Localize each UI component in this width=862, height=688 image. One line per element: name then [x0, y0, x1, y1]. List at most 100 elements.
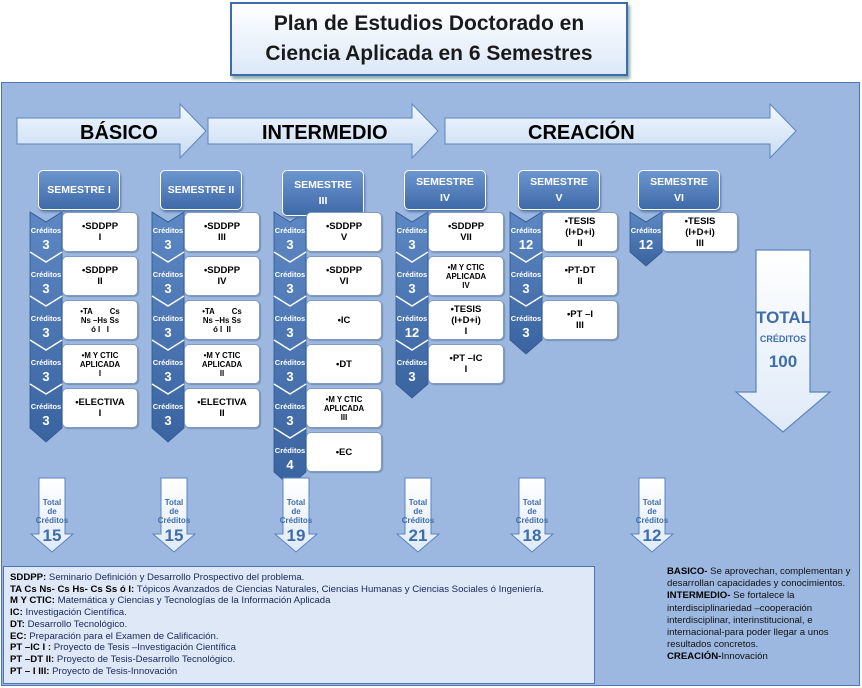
semester-total-value: 21	[408, 526, 428, 545]
course-line: •TA Cs	[80, 306, 120, 316]
legend-item: SDDPP: Seminario Definición y Desarrollo…	[10, 572, 588, 584]
total-label-line: Créditos	[515, 516, 549, 525]
course-line: III	[218, 232, 226, 243]
course-line: II	[577, 237, 583, 249]
credit-value: 3	[42, 237, 50, 252]
legend-description: Seminario Definición y Desarrollo Prospe…	[46, 572, 305, 583]
legend-item: PT – I III: Proyecto de Tesis-Innovación	[10, 666, 588, 678]
course-line: •ELECTIVA	[75, 397, 125, 408]
legend-term: PT – I III:	[10, 665, 50, 677]
legend-term: EC:	[10, 630, 27, 642]
course-line: VII	[460, 232, 472, 243]
phase-description-text: Innovación	[721, 651, 768, 663]
semester-header-1: SEMESTRE I	[38, 170, 120, 210]
course-line: I	[98, 408, 102, 419]
legend-description: Matemática y Ciencias y Tecnologías de l…	[54, 595, 331, 607]
course-line: •SDDPP	[325, 221, 363, 232]
legend-term: M Y CTIC:	[10, 595, 55, 607]
credit-value: 3	[408, 281, 416, 296]
course-box: •TESIS(I+D+i)II	[542, 212, 618, 252]
total-label-line: Créditos	[157, 516, 191, 525]
legend-term: IC:	[10, 607, 23, 619]
legend-item: IC: Investigación Científica.	[10, 607, 588, 619]
course-line: •DT	[336, 358, 352, 370]
course-line: APLICADA	[79, 359, 121, 369]
total-label-line: Créditos	[401, 516, 435, 525]
semester-header-2: SEMESTRE II	[160, 170, 242, 210]
total-label-line: Total	[408, 498, 428, 507]
credit-label: Créditos	[274, 314, 306, 323]
course-line: III	[696, 237, 704, 249]
total-label-line: Total	[642, 498, 662, 507]
legend-description: Preparación para el Examen de Calificaci…	[26, 630, 219, 642]
total-label-line: Total	[42, 498, 62, 507]
legend-term: SDDPP:	[10, 572, 47, 583]
credit-value: 3	[286, 369, 294, 384]
credit-label: Créditos	[30, 226, 62, 235]
legend-list: SDDPP: Seminario Definición y Desarrollo…	[10, 572, 588, 677]
course-line: II	[219, 408, 225, 419]
course-line: •M Y CTIC	[325, 394, 363, 404]
course-line: Ns –Hs Ss	[80, 315, 120, 325]
course-line: •TESIS	[684, 215, 716, 227]
abbreviation-legend: SDDPP: Seminario Definición y Desarrollo…	[3, 566, 595, 684]
course-line: APLICADA	[445, 271, 487, 281]
credit-value: 3	[42, 281, 50, 296]
grand-total-label: TOTAL	[756, 308, 812, 327]
phase-arrow-intermedio	[207, 102, 439, 160]
credit-value: 3	[286, 325, 294, 340]
semester-name-line: SEMESTRE	[294, 179, 352, 191]
course-line: •SDDPP	[325, 265, 363, 276]
credit-value: 3	[42, 369, 50, 384]
course-box: •EC	[306, 432, 382, 472]
credit-label: Créditos	[30, 402, 62, 411]
course-line: •ELECTIVA	[197, 397, 247, 408]
phase-description-term: BASICO-	[667, 566, 708, 577]
credit-label: Créditos	[30, 270, 62, 279]
credit-value: 3	[522, 325, 530, 340]
semester-name-line: SEMESTRE I	[47, 184, 111, 196]
course-line: Ns –Hs Ss	[202, 315, 242, 325]
legend-item: DT: Desarrollo Tecnológico.	[10, 619, 588, 631]
credit-label: Créditos	[396, 314, 428, 323]
credit-label: Créditos	[396, 270, 428, 279]
course-text: •TESIS(I+D+i)I	[451, 304, 482, 337]
credit-value: 3	[164, 369, 172, 384]
credit-value: 3	[408, 237, 416, 252]
course-line: IV	[462, 280, 470, 290]
course-line: •SDDPP	[81, 265, 119, 276]
total-label-line: Total	[164, 498, 184, 507]
phase-label-basico: BÁSICO	[80, 122, 158, 144]
legend-term: PT –IC I :	[10, 642, 52, 654]
legend-description: Proyecto de Tesis-Desarrollo Tecnológico…	[54, 653, 236, 665]
credit-label: Créditos	[152, 402, 184, 411]
total-label-line: de	[413, 507, 423, 516]
course-line: APLICADA	[201, 359, 243, 369]
total-label-line: de	[647, 507, 657, 516]
diagram-title: Plan de Estudios Doctorado en Ciencia Ap…	[230, 2, 628, 76]
course-line: •SDDPP	[447, 221, 485, 232]
course-box: •IC	[306, 300, 382, 340]
